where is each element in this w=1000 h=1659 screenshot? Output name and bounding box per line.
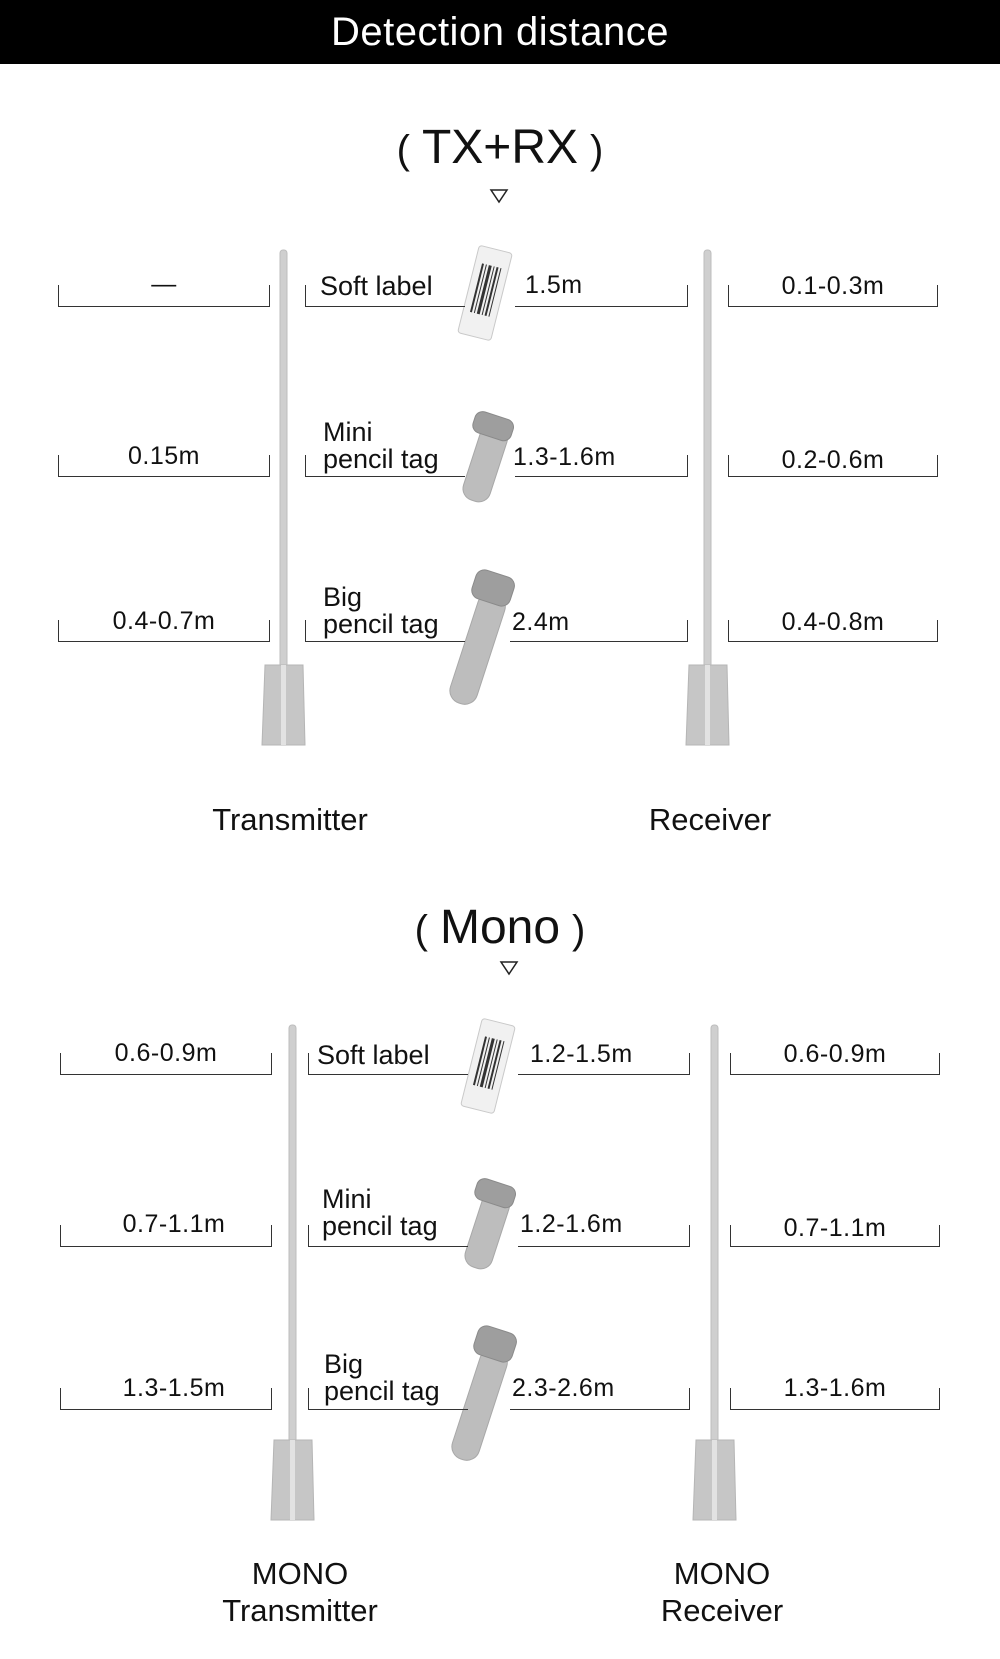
section-mono: (Mono) xyxy=(0,870,1000,1650)
section-mono-artwork xyxy=(270,1018,737,1521)
right-distance-value: 0.2-0.6m xyxy=(781,446,885,474)
right-distance-value: 0.1-0.3m xyxy=(781,272,885,300)
mono-transmitter-label: MONO Transmitter xyxy=(222,1556,378,1628)
right-distance-bracket xyxy=(730,1225,940,1247)
right-distance-bracket xyxy=(728,620,938,642)
tag-name: Mini pencil tag xyxy=(323,417,439,474)
mini-pencil-tag-icon xyxy=(462,411,514,503)
middle-distance-bracket xyxy=(515,455,688,477)
section-title-tx-rx: (TX+RX) xyxy=(396,121,604,174)
receiver-label: Receiver xyxy=(648,802,772,837)
right-distance-value: 0.4-0.8m xyxy=(781,608,885,636)
antenna-pole-icon xyxy=(685,249,730,746)
section-tx-rx-artwork xyxy=(261,245,730,746)
down-triangle-icon xyxy=(489,189,509,204)
right-distance-value: 0.6-0.9m xyxy=(783,1040,887,1068)
barcode-soft-label-icon xyxy=(457,245,513,341)
left-distance-value: 0.4-0.7m xyxy=(112,607,216,635)
left-distance-value: — xyxy=(151,270,177,298)
tag-name: Big pencil tag xyxy=(324,1349,440,1406)
right-distance-value: 0.7-1.1m xyxy=(783,1214,887,1242)
tag-bracket xyxy=(305,455,465,477)
tag-name: Soft label xyxy=(320,271,433,301)
middle-distance-value: 2.3-2.6m xyxy=(512,1374,615,1402)
right-distance-bracket xyxy=(730,1388,940,1410)
middle-distance-value: 1.5m xyxy=(525,271,583,299)
left-distance-value: 0.15m xyxy=(128,442,200,470)
transmitter-label: Transmitter xyxy=(212,802,368,837)
right-distance-value: 1.3-1.6m xyxy=(783,1374,887,1402)
tag-bracket xyxy=(305,620,465,642)
antenna-pole-icon xyxy=(692,1024,737,1521)
middle-distance-bracket xyxy=(510,1388,690,1410)
left-distance-value: 0.6-0.9m xyxy=(114,1039,218,1067)
left-distance-bracket xyxy=(60,1053,272,1075)
header-bar: Detection distance xyxy=(0,0,1000,64)
middle-distance-value: 2.4m xyxy=(512,608,570,636)
middle-distance-value: 1.2-1.5m xyxy=(530,1040,633,1068)
left-distance-value: 0.7-1.1m xyxy=(122,1210,226,1238)
antenna-pole-icon xyxy=(270,1024,315,1521)
right-distance-bracket xyxy=(730,1053,940,1075)
middle-distance-bracket xyxy=(518,1053,690,1075)
tag-bracket xyxy=(308,1388,468,1410)
tag-name: Soft label xyxy=(317,1040,430,1070)
tag-name: Mini pencil tag xyxy=(322,1184,438,1241)
left-distance-bracket xyxy=(60,1388,272,1410)
middle-distance-bracket xyxy=(518,1225,690,1247)
right-distance-bracket xyxy=(728,455,938,477)
big-pencil-tag-icon xyxy=(449,569,515,705)
mono-receiver-label: MONO Receiver xyxy=(660,1556,784,1628)
mini-pencil-tag-icon xyxy=(464,1178,516,1270)
section-title-mono: (Mono) xyxy=(414,901,586,954)
right-distance-bracket xyxy=(728,285,938,307)
barcode-soft-label-icon xyxy=(460,1018,516,1114)
page-title: Detection distance xyxy=(330,9,670,54)
tag-name: Big pencil tag xyxy=(323,582,439,639)
section-tx-rx: (TX+RX) xyxy=(0,0,1000,837)
big-pencil-tag-icon xyxy=(451,1325,517,1461)
down-triangle-icon xyxy=(499,961,519,976)
tag-bracket xyxy=(308,1053,468,1075)
left-distance-bracket xyxy=(58,620,270,642)
middle-distance-value: 1.2-1.6m xyxy=(520,1210,623,1238)
antenna-pole-icon xyxy=(261,249,306,746)
left-distance-bracket xyxy=(58,285,270,307)
tag-bracket xyxy=(305,285,465,307)
middle-distance-bracket xyxy=(510,620,688,642)
left-distance-value: 1.3-1.5m xyxy=(122,1374,226,1402)
left-distance-bracket xyxy=(58,455,270,477)
middle-distance-bracket xyxy=(515,285,688,307)
tag-bracket xyxy=(308,1225,468,1247)
left-distance-bracket xyxy=(60,1225,272,1247)
middle-distance-value: 1.3-1.6m xyxy=(513,443,616,471)
